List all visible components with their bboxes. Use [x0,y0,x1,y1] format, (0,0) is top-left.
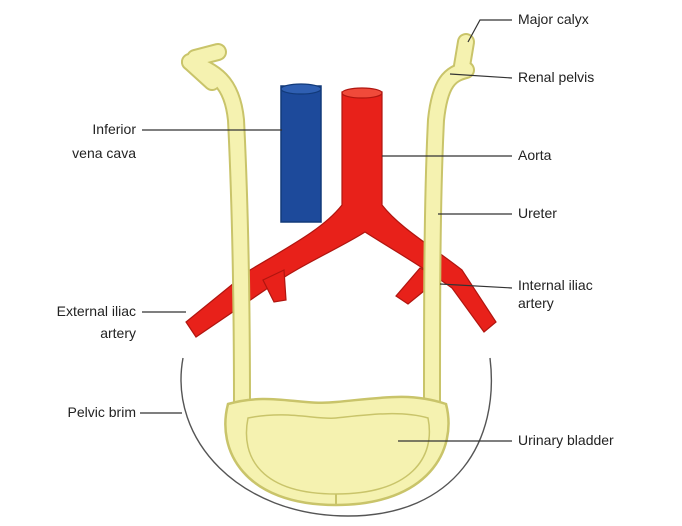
label-urinary-bladder: Urinary bladder [518,432,614,448]
label-ivc-line1: Inferior [92,121,136,137]
label-renal-pelvis: Renal pelvis [518,69,594,85]
label-external-iliac-line1: External iliac [57,303,136,319]
label-internal-iliac-line1: Internal iliac [518,277,593,293]
label-aorta: Aorta [518,147,552,163]
label-major-calyx: Major calyx [518,11,589,27]
ureters-and-bladder [190,42,466,506]
inferior-vena-cava [281,84,321,222]
label-ureter: Ureter [518,205,557,221]
leader-major-calyx [468,20,512,42]
label-internal-iliac-line2: artery [518,295,554,311]
label-external-iliac-line2: artery [100,325,136,341]
label-ivc-line2: vena cava [72,145,136,161]
label-pelvic-brim: Pelvic brim [68,404,136,420]
